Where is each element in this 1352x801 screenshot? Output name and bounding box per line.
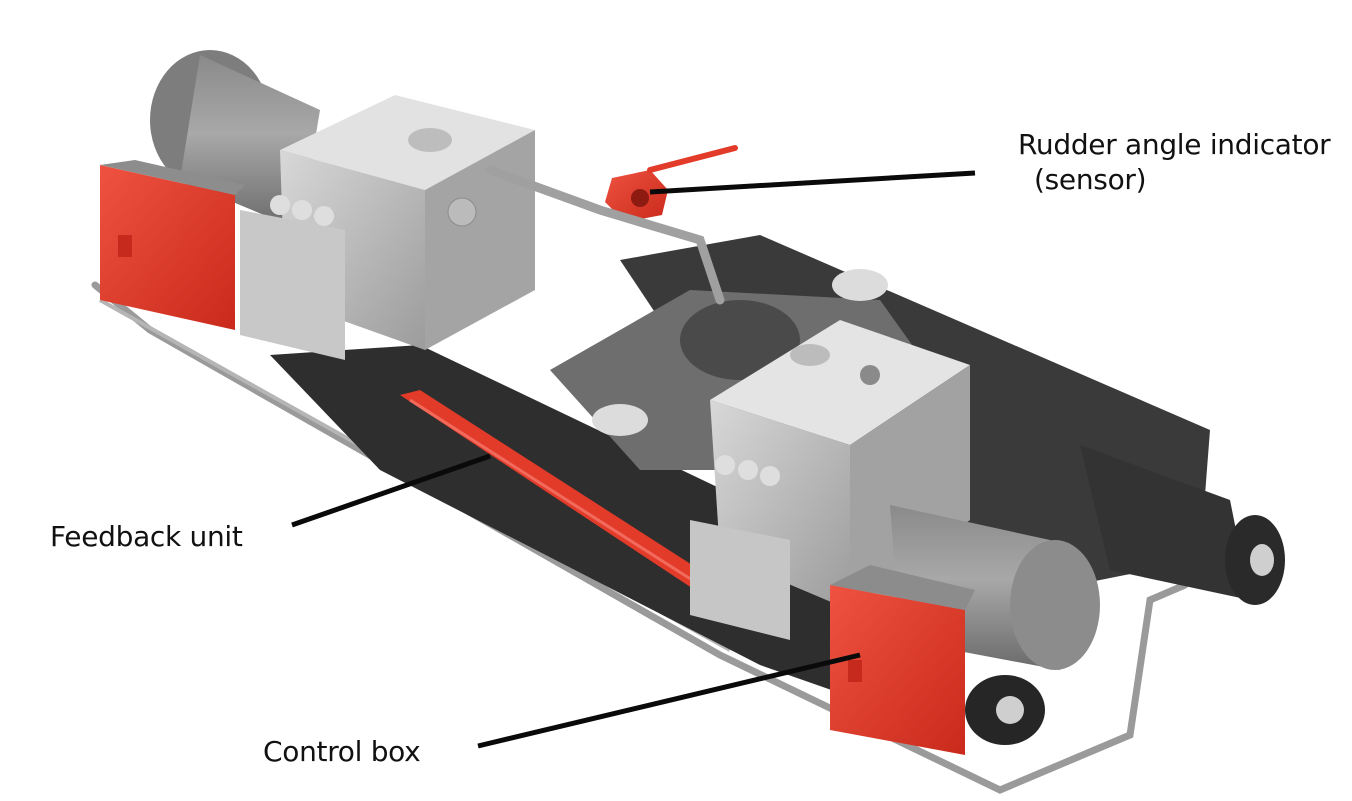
rudder-stock-hole <box>680 300 800 380</box>
motor-right-end <box>1010 540 1100 670</box>
bearing-right <box>832 269 888 301</box>
cylinder-right <box>1080 445 1250 600</box>
label-control-box: Control box <box>263 735 421 768</box>
filler-cap-right <box>790 344 830 366</box>
inspection-port-left <box>447 197 477 227</box>
power-unit-right-top <box>710 320 970 445</box>
sensor-arm <box>647 145 738 173</box>
filler-cap-left <box>408 128 452 152</box>
power-unit-right-side <box>850 365 970 610</box>
label-rudder-angle-indicator-sub: (sensor) <box>1034 163 1147 196</box>
control-box-right <box>830 585 965 755</box>
leader-feedback <box>291 453 491 528</box>
pipe-cross <box>485 165 725 305</box>
cylinder-right-cap <box>1250 544 1274 576</box>
leader-rudder <box>649 170 976 195</box>
power-unit-left-top <box>280 95 535 190</box>
power-unit-left-side <box>425 130 535 350</box>
leader-control <box>477 652 861 749</box>
valve-block-left <box>240 210 345 360</box>
valve-block-right <box>690 520 790 640</box>
bearing-left <box>592 404 648 436</box>
control-box-left <box>100 165 235 330</box>
label-rudder-angle-indicator: Rudder angle indicator <box>1018 128 1331 161</box>
label-feedback-unit: Feedback unit <box>50 520 243 553</box>
